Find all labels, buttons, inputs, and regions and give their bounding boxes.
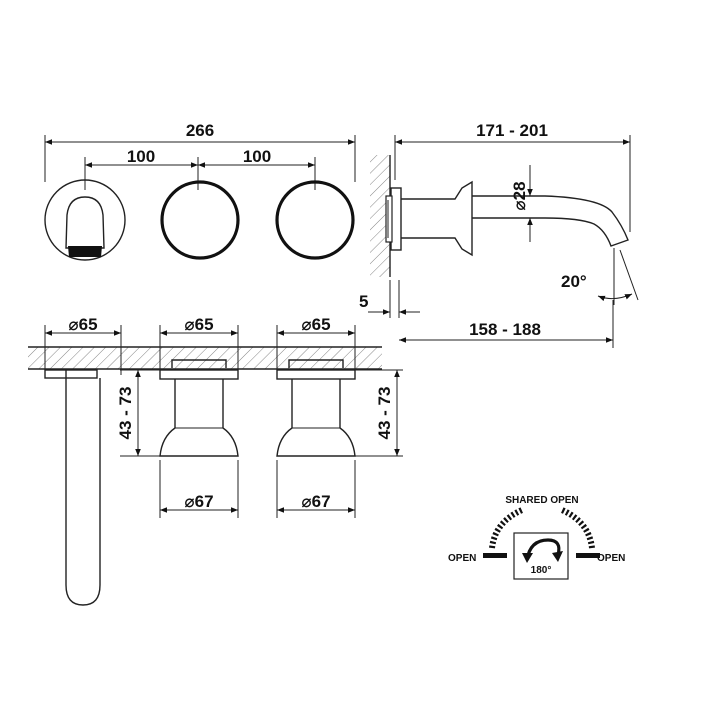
spacing-left-label: 100 — [127, 147, 155, 166]
spout-pipe — [65, 378, 101, 606]
spout-rosette — [44, 179, 126, 261]
rotation-arrow-icon — [525, 538, 561, 561]
rotation-degrees-label: 180° — [531, 565, 552, 576]
overall-width-label: 266 — [186, 121, 214, 140]
plate-diameter-2-label: ⌀65 — [184, 315, 213, 334]
spout-angle-label: 20° — [561, 272, 587, 291]
plate-diameter-1-label: ⌀65 — [68, 315, 97, 334]
wall-depth-left-label: 43 - 73 — [116, 387, 135, 440]
section-view: ⌀65 ⌀65 ⌀65 43 - 73 43 - 73 — [28, 315, 403, 606]
open-right-label: OPEN — [597, 553, 625, 564]
spout-diameter-label: ⌀28 — [510, 181, 529, 210]
spout-projection-label: 158 - 188 — [469, 320, 541, 339]
wall-depth-right-label: 43 - 73 — [375, 387, 394, 440]
handle-rosette-left — [160, 180, 240, 260]
open-left-label: OPEN — [448, 553, 476, 564]
handle-diameter-2-label: ⌀67 — [301, 492, 330, 511]
wall-gap-label: 5 — [359, 292, 368, 311]
side-view: 171 - 201 ⌀28 20° 5 158 - 188 — [359, 121, 639, 348]
handle-rosette-right — [275, 180, 355, 260]
spout-outlet — [65, 196, 105, 249]
rotation-legend: SHARED OPEN OPEN OPEN 180° — [448, 495, 625, 580]
plate-diameter-3-label: ⌀65 — [301, 315, 330, 334]
shared-open-label: SHARED OPEN — [505, 495, 578, 506]
handle-body-right — [276, 379, 356, 457]
handle-diameter-1-label: ⌀67 — [184, 492, 213, 511]
spout-length-label: 171 - 201 — [476, 121, 548, 140]
handle-body-left — [159, 379, 239, 457]
front-view: 266 100 100 — [44, 121, 356, 261]
spacing-right-label: 100 — [243, 147, 271, 166]
